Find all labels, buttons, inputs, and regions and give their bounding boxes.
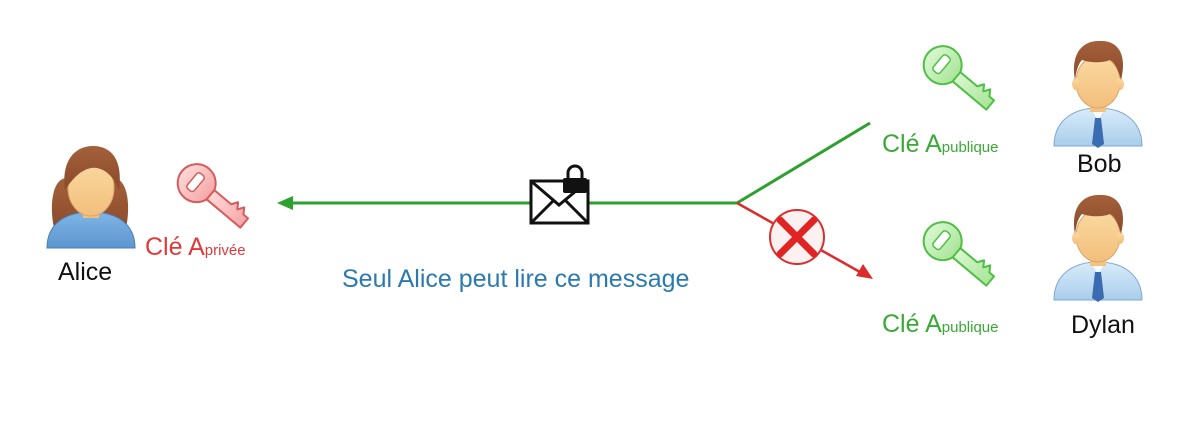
alice-key-main: Clé A — [145, 233, 205, 261]
bob-to-center-line — [736, 121, 871, 205]
bob-key-sub: publique — [941, 139, 999, 156]
red-arrow-head — [856, 264, 873, 279]
red-x-icon — [769, 209, 825, 265]
locked-envelope-icon — [529, 164, 590, 225]
dylan-avatar — [1053, 194, 1143, 302]
message-caption: Seul Alice peut lire ce message — [342, 265, 690, 293]
alice-key-sub: privée — [204, 242, 246, 259]
dylan-key-sub: publique — [941, 319, 999, 336]
alice-private-key-label: Clé Aprivée — [145, 233, 246, 262]
dylan-name: Dylan — [1071, 311, 1135, 339]
bob-key-main: Clé A — [882, 130, 942, 158]
bob-name: Bob — [1077, 150, 1122, 178]
bob-avatar — [1053, 40, 1143, 148]
alice-avatar — [46, 146, 136, 249]
arrows — [277, 121, 873, 279]
arrow-head-left — [277, 196, 293, 210]
dylan-public-key-icon — [922, 221, 996, 287]
bob-public-key-icon — [922, 45, 996, 111]
dylan-key-main: Clé A — [882, 310, 942, 338]
private-key-icon — [176, 163, 250, 229]
alice-name: Alice — [58, 258, 113, 286]
dylan-public-key-label: Clé Apublique — [882, 310, 998, 339]
bob-public-key-label: Clé Apublique — [882, 130, 998, 159]
